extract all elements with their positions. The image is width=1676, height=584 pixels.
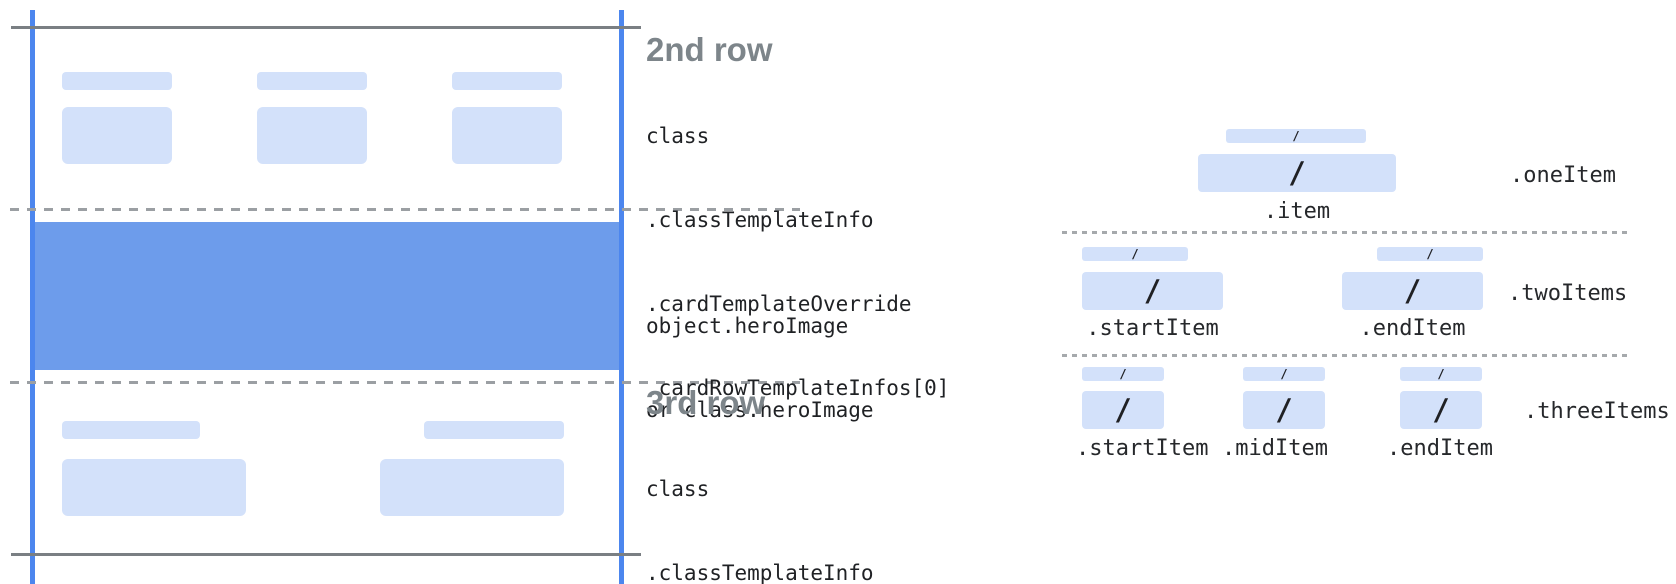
- code-line: class: [646, 124, 710, 148]
- three-items-end-value-chip: /: [1400, 391, 1482, 429]
- section-separator-dashed-line: [1062, 231, 1630, 234]
- field-value-placeholder: [62, 459, 246, 516]
- end-item-field-label: .endItem: [1387, 436, 1493, 461]
- second-row-code-path: class .classTemplateInfo .cardTemplateOv…: [646, 66, 949, 458]
- code-line: .cardRowTemplateInfos[0]: [646, 376, 950, 400]
- three-items-mid-value-chip: /: [1243, 391, 1325, 429]
- row-separator-dashed-line: [10, 381, 800, 384]
- item-field-label: .item: [1263, 199, 1331, 224]
- slash-glyph: /: [1288, 156, 1306, 190]
- section-separator-dashed-line: [1062, 354, 1630, 357]
- start-item-field-label: .startItem: [1086, 316, 1219, 341]
- row-separator-dashed-line: [10, 208, 800, 211]
- slash-glyph: /: [1114, 393, 1132, 427]
- one-item-section-label: .oneItem: [1510, 163, 1616, 188]
- card-top-boundary-line: [11, 26, 641, 29]
- third-row-heading: 3rd row: [646, 384, 766, 421]
- two-items-section-label: .twoItems: [1508, 281, 1628, 306]
- three-items-section-label: .threeItems: [1524, 399, 1670, 424]
- code-line: object.heroImage: [646, 314, 849, 338]
- slash-glyph: /: [1280, 367, 1288, 381]
- two-items-end-label-chip: /: [1377, 247, 1483, 261]
- card-right-edge-guide: [619, 10, 624, 584]
- field-value-placeholder: [257, 107, 367, 164]
- field-value-placeholder: [380, 459, 564, 516]
- hero-image-code-path: object.heroImage or class.heroImage: [646, 256, 874, 480]
- three-items-end-label-chip: /: [1400, 367, 1482, 381]
- code-line: or class.heroImage: [646, 398, 874, 422]
- slash-glyph: /: [1426, 247, 1434, 261]
- three-items-start-value-chip: /: [1082, 391, 1164, 429]
- slash-glyph: /: [1403, 274, 1422, 308]
- three-items-start-label-chip: /: [1082, 367, 1164, 381]
- two-items-start-value-chip: /: [1082, 272, 1223, 310]
- slash-glyph: /: [1275, 393, 1293, 427]
- field-label-placeholder: [424, 421, 564, 439]
- one-item-label-chip: /: [1226, 129, 1366, 143]
- one-item-value-chip: /: [1198, 154, 1396, 192]
- field-label-placeholder: [257, 72, 367, 90]
- start-item-field-label: .startItem: [1076, 436, 1209, 461]
- slash-glyph: /: [1437, 367, 1445, 381]
- code-line: .classTemplateInfo: [646, 561, 874, 584]
- slash-glyph: /: [1131, 247, 1139, 261]
- mid-item-field-label: .midItem: [1222, 436, 1328, 461]
- field-label-placeholder: [452, 72, 562, 90]
- two-items-start-label-chip: /: [1082, 247, 1188, 261]
- code-line: .classTemplateInfo: [646, 208, 874, 232]
- code-line: class: [646, 477, 710, 501]
- card-bottom-boundary-line: [11, 553, 641, 556]
- two-items-end-value-chip: /: [1342, 272, 1483, 310]
- slash-glyph: /: [1292, 129, 1300, 143]
- end-item-field-label: .endItem: [1359, 316, 1466, 341]
- slash-glyph: /: [1119, 367, 1127, 381]
- three-items-mid-label-chip: /: [1243, 367, 1325, 381]
- slash-glyph: /: [1143, 274, 1162, 308]
- field-label-placeholder: [62, 72, 172, 90]
- field-value-placeholder: [62, 107, 172, 164]
- second-row-heading: 2nd row: [646, 31, 773, 68]
- field-value-placeholder: [452, 107, 562, 164]
- slash-glyph: /: [1432, 393, 1450, 427]
- field-label-placeholder: [62, 421, 200, 439]
- hero-image-placeholder: [35, 222, 619, 370]
- third-row-code-path: class .classTemplateInfo .cardTemplateOv…: [646, 419, 949, 584]
- code-line: .cardTemplateOverride: [646, 292, 912, 316]
- card-left-edge-guide: [30, 10, 35, 584]
